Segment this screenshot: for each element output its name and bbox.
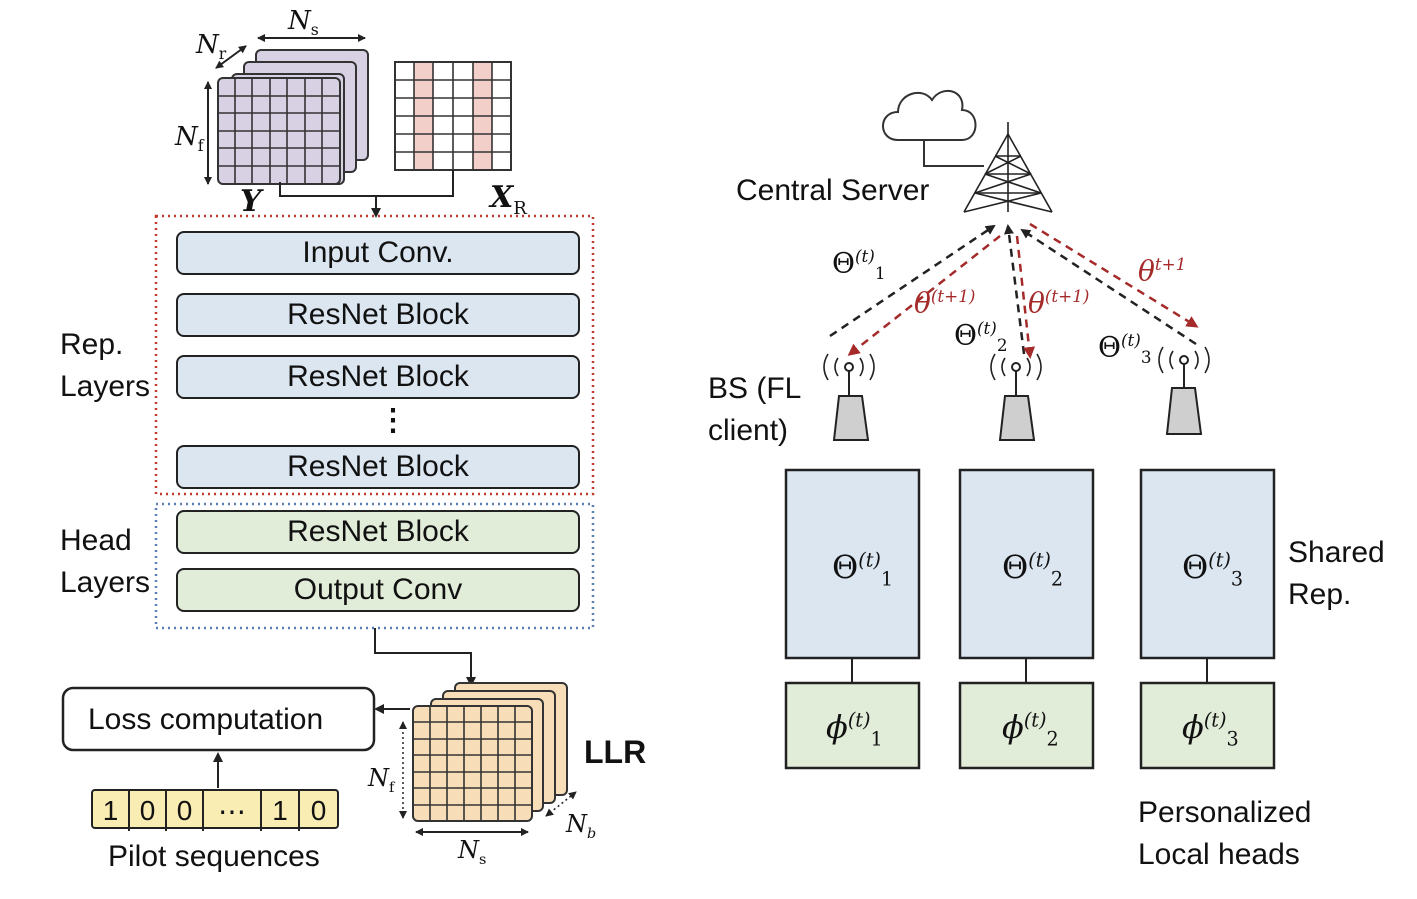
bs-label-2: client) — [708, 414, 789, 447]
ns-top-label: Ns — [288, 6, 319, 40]
uplink-arrows — [829, 224, 1197, 355]
red-theta-1-label: θ(t+1) — [914, 286, 976, 320]
pilot-cell: ⋯ — [204, 791, 262, 831]
theta-2-box-label: Θ(t)2 — [1002, 548, 1064, 591]
rep-layers-label-2: Layers — [60, 370, 151, 403]
theta-3-box-label: Θ(t)3 — [1182, 548, 1244, 591]
client-models — [784, 468, 1276, 770]
resnet-block-2: ResNet Block — [176, 355, 580, 399]
head-layers-label-1: Head — [60, 524, 132, 557]
phi-1-box-label: ϕ(t)1 — [826, 708, 883, 751]
bs-icons — [823, 346, 1210, 441]
resnet-block-n: ResNet Block — [176, 445, 580, 489]
downlink-arrows — [847, 222, 1199, 359]
cloud-icon — [882, 90, 977, 141]
personalized-label-1: Personalized — [1138, 796, 1312, 829]
pilot-cell: 0 — [167, 791, 204, 831]
xr-grid — [394, 61, 512, 171]
personalized-label-2: Local heads — [1138, 838, 1300, 871]
nf-top-label: Nf — [175, 122, 204, 156]
resnet-block-1: ResNet Block — [176, 293, 580, 337]
loss-computation-label: Loss computation — [88, 703, 324, 736]
vdots: ⋮ — [378, 404, 408, 437]
bs-label-1: BS (FL — [708, 372, 802, 405]
loss-box — [61, 686, 376, 752]
xr-label: XR — [490, 180, 527, 219]
phi-3-box-label: ϕ(t)3 — [1182, 708, 1239, 751]
theta-1-link-label: Θ(t)1 — [832, 246, 886, 283]
ns-bot-label: Ns — [458, 836, 487, 868]
llr-label: LLR — [584, 734, 647, 770]
phi-2-box-label: ϕ(t)2 — [1002, 708, 1059, 751]
output-conv-block: Output Conv — [176, 568, 580, 612]
nb-label: Nb — [566, 810, 597, 842]
red-theta-3-label: θt+1 — [1138, 254, 1187, 288]
head-resnet-block: ResNet Block — [176, 510, 580, 554]
nf-bot-label: Nf — [368, 764, 395, 796]
shared-rep-label-2: Rep. — [1288, 578, 1352, 611]
pilot-sequences-label: Pilot sequences — [108, 840, 320, 873]
nr-label: Nr — [196, 30, 227, 64]
central-server-label: Central Server — [736, 174, 930, 207]
head-layers-frame — [154, 502, 595, 630]
theta-2-link-label: Θ(t)2 — [954, 318, 1008, 355]
head-layers-label-2: Layers — [60, 566, 151, 599]
tower-icon — [963, 122, 1053, 213]
y-tensor-stack — [204, 34, 369, 185]
theta-3-link-label: Θ(t)3 — [1098, 330, 1152, 367]
pilot-cell: 1 — [262, 791, 300, 831]
red-theta-2-label: θ(t+1) — [1028, 286, 1090, 320]
shared-rep-label-1: Shared — [1288, 536, 1385, 569]
rep-layers-frame — [154, 214, 595, 496]
pilot-cell: 0 — [310, 795, 327, 826]
pilot-sequence: 1 0 0 ⋯ 1 0 — [91, 789, 339, 831]
rep-layers-label-1: Rep. — [60, 328, 124, 361]
y-label: Y — [240, 184, 262, 219]
theta-1-box-label: Θ(t)1 — [832, 548, 894, 591]
llr-tensor-stack — [399, 682, 577, 836]
pilot-cell: 0 — [130, 791, 167, 831]
pilot-cell: 1 — [93, 791, 130, 831]
input-conv-block: Input Conv. — [176, 231, 580, 275]
